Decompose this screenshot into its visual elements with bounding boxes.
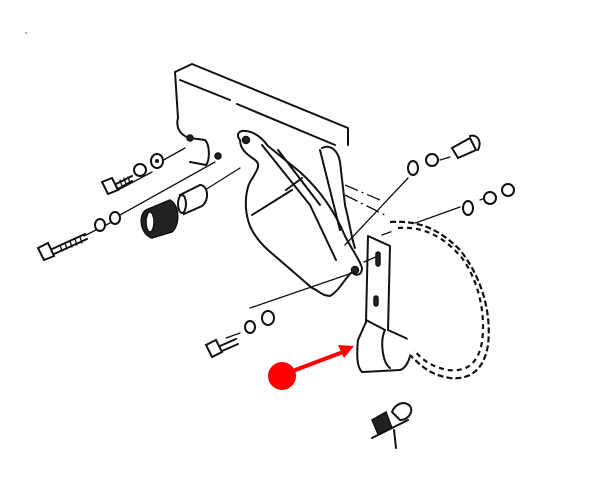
washer	[407, 160, 419, 176]
washer	[94, 218, 106, 232]
link-plate	[371, 410, 393, 435]
connecting-link	[371, 402, 413, 449]
nut	[244, 320, 256, 334]
nut	[133, 163, 147, 177]
chain-case-housing	[174, 63, 386, 249]
drive-chain	[389, 220, 490, 380]
nut	[425, 153, 439, 167]
bolts-washers-nuts-right	[407, 134, 515, 216]
long-bolt-head	[36, 241, 56, 262]
lower-bolt-assembly	[204, 310, 275, 359]
washer	[261, 310, 275, 326]
housing-hole	[186, 134, 194, 142]
callout-arrow-shaft	[288, 350, 345, 374]
callout-dot	[268, 362, 296, 390]
bolts-washers-nuts-left	[36, 153, 208, 262]
leader-line	[371, 419, 409, 439]
plate-hole-top	[241, 135, 251, 145]
bolt	[450, 136, 478, 160]
callout-pointer	[268, 345, 354, 390]
slot-lower	[373, 295, 379, 307]
washer	[109, 211, 121, 225]
nut	[501, 183, 515, 197]
slot-upper	[375, 251, 381, 267]
callout-arrowhead	[338, 345, 354, 358]
leader-tick	[393, 429, 397, 449]
speck	[25, 32, 27, 34]
nut	[483, 191, 497, 205]
plate-hole-mid	[214, 152, 222, 160]
short-bolt-head	[100, 176, 120, 196]
link-clip	[390, 402, 413, 422]
plate-hole-bottom	[350, 265, 360, 275]
mounting-plate	[214, 129, 363, 297]
washer	[462, 200, 474, 216]
bolt-head	[204, 338, 224, 359]
